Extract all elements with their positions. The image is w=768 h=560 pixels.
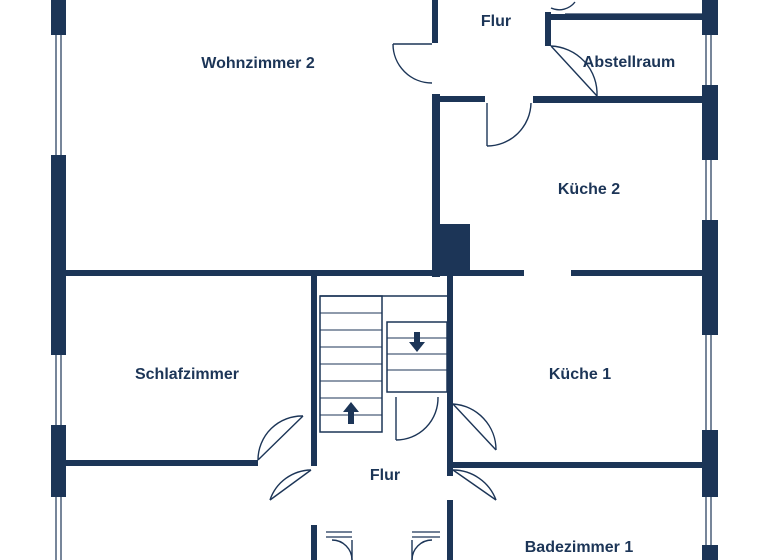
walls [51,0,718,560]
room-label-flur-bottom: Flur [370,467,400,484]
room-label-abstellraum: Abstellraum [583,54,675,71]
doors [257,1,598,560]
arrow-up-icon [343,402,359,424]
staircase [319,295,448,433]
room-label-schlafzimmer: Schlafzimmer [135,366,239,383]
arrow-down-icon [409,332,425,352]
room-labels: Wohnzimmer 2 Flur Abstellraum Küche 2 Sc… [135,13,675,556]
room-label-kueche-2: Küche 2 [558,181,620,198]
room-label-kueche-1: Küche 1 [549,366,611,383]
room-label-wohnzimmer-2: Wohnzimmer 2 [201,55,315,72]
room-label-flur-top: Flur [481,13,511,30]
room-label-badezimmer-1: Badezimmer 1 [525,539,634,556]
